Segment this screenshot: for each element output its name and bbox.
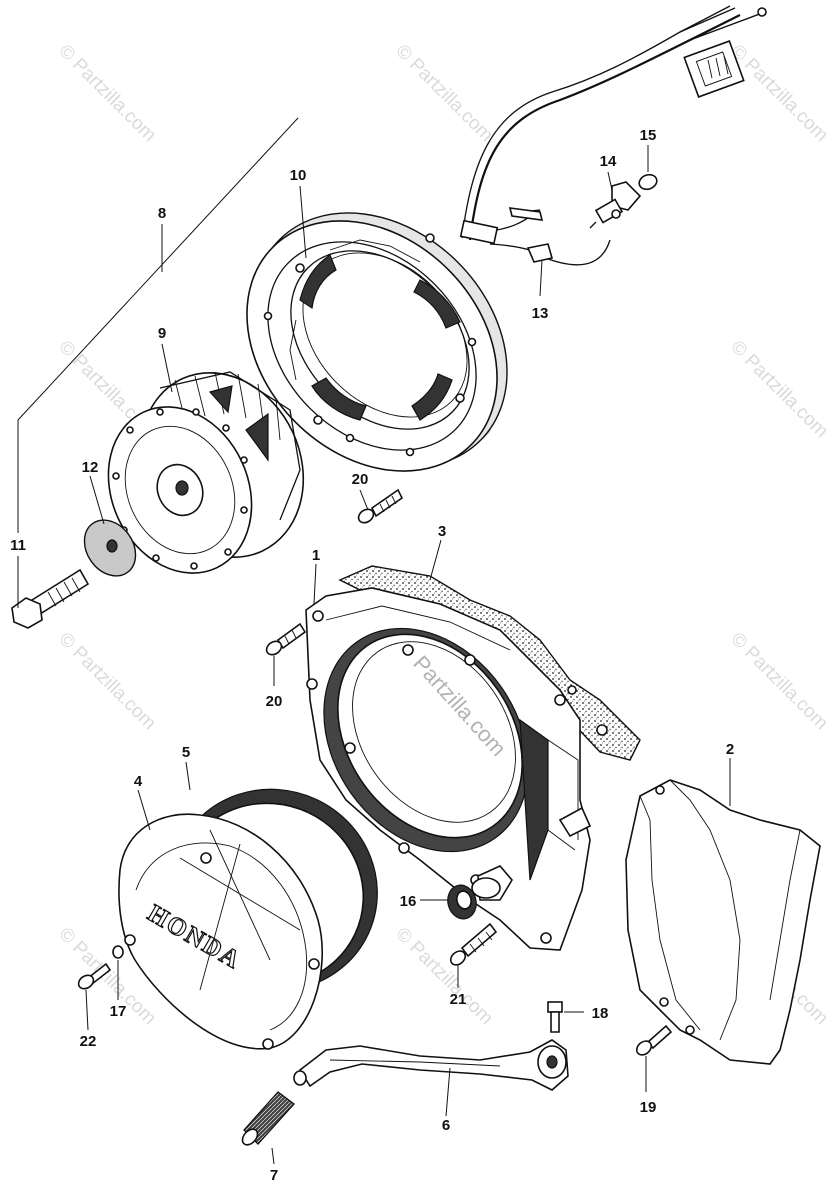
watermark: © Partzilla.com (726, 41, 831, 146)
oil-seal (447, 884, 477, 920)
stator-assembly (246, 212, 508, 472)
screw (635, 1024, 673, 1056)
callouts: 1 2 3 4 5 6 7 8 9 10 11 12 13 14 15 16 1… (10, 127, 734, 1184)
screw (449, 922, 498, 966)
fan-housing (305, 587, 592, 951)
wire-harness (459, 5, 767, 266)
callout-16: 16 (400, 893, 417, 910)
watermark: © Partzilla.com (391, 41, 496, 146)
screw (265, 622, 307, 656)
fan-cover (625, 779, 821, 1065)
kick-starter-arm (293, 1039, 569, 1091)
watermark: © Partzilla.com (54, 41, 159, 146)
kick-rubber (241, 1091, 295, 1146)
callout-2: 2 (726, 741, 734, 758)
screw (357, 488, 404, 524)
left-side-cover: HONDA (118, 813, 323, 1050)
rotor-flywheel (107, 371, 305, 574)
callout-20-lower: 20 (266, 693, 283, 710)
callout-22: 22 (80, 1033, 97, 1050)
callout-14: 14 (600, 153, 617, 170)
callout-5: 5 (182, 744, 190, 761)
neutral-switch (589, 181, 642, 229)
callout-9: 9 (158, 325, 166, 342)
dowel-pin (112, 945, 124, 959)
callout-18: 18 (592, 1005, 609, 1022)
callout-8: 8 (158, 205, 166, 222)
callout-21: 21 (450, 991, 467, 1008)
leader-lines (17, 117, 731, 1165)
o-ring (638, 173, 658, 191)
callout-15: 15 (640, 127, 657, 144)
watermark: © Partzilla.com (726, 629, 831, 734)
callout-6: 6 (442, 1117, 450, 1134)
callout-7: 7 (270, 1167, 278, 1184)
callout-4: 4 (134, 773, 143, 790)
watermark: © Partzilla.com (54, 629, 159, 734)
pinch-bolt (547, 1001, 563, 1033)
callout-17: 17 (110, 1003, 127, 1020)
callout-1: 1 (312, 547, 320, 564)
callout-11: 11 (10, 537, 26, 554)
watermark: © Partzilla.com (726, 337, 831, 442)
flange-bolt (11, 568, 90, 629)
callout-3: 3 (438, 523, 446, 540)
washer (83, 519, 137, 577)
callout-20-upper: 20 (352, 471, 369, 488)
callout-13: 13 (532, 305, 549, 322)
screw (77, 962, 112, 990)
callout-19: 19 (640, 1099, 657, 1116)
callout-10: 10 (290, 167, 307, 184)
callout-12: 12 (82, 459, 99, 476)
